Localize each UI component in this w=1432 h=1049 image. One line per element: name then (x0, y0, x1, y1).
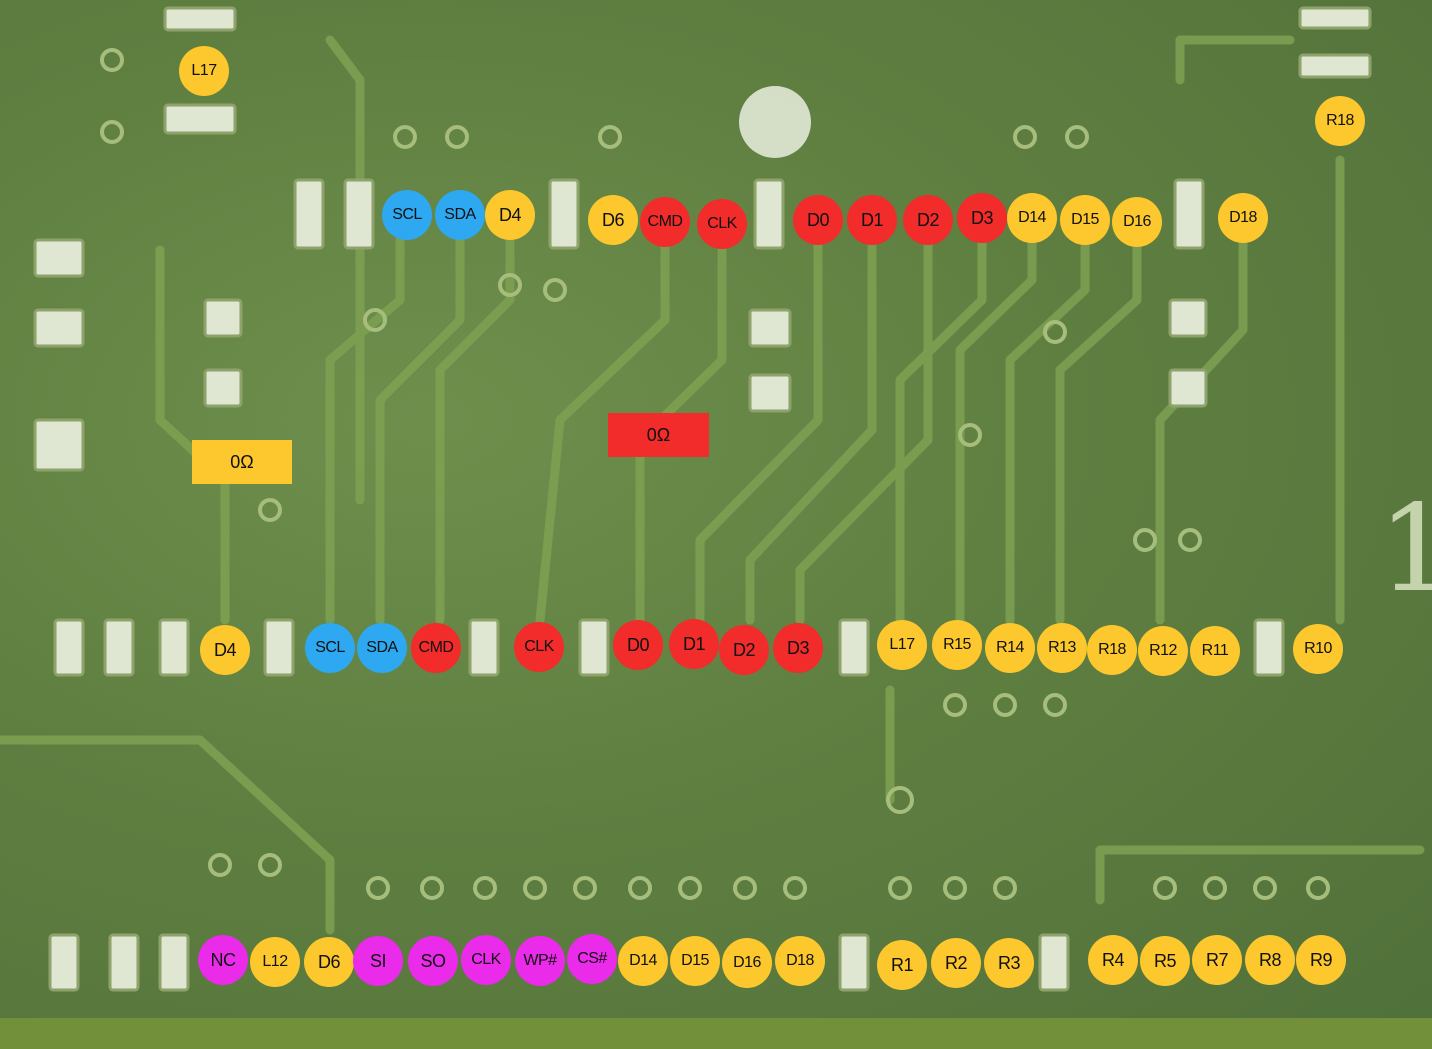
pin-label-bottom-r3: R3 (984, 938, 1034, 988)
pin-label-bottom-d15: D15 (670, 936, 720, 986)
pin-label-middle-r18: R18 (1087, 625, 1137, 675)
pin-label-bottom-r9: R9 (1296, 935, 1346, 985)
pin-label-middle-d2: D2 (719, 625, 769, 675)
pin-label-bottom-clk: CLK (461, 935, 511, 985)
pin-label-bottom-nc: NC (198, 935, 248, 985)
pin-label-upper-d15: D15 (1060, 195, 1110, 245)
pin-label-upper-d18: D18 (1218, 193, 1268, 243)
pin-label-bottom-so: SO (408, 936, 458, 986)
pin-label-bottom-r4: R4 (1088, 935, 1138, 985)
zero-ohm-resistor-left: 0Ω (192, 440, 292, 484)
pin-label-middle-r13: R13 (1037, 623, 1087, 673)
pin-label-upper-d2: D2 (903, 195, 953, 245)
pin-label-middle-l17: L17 (877, 620, 927, 670)
pin-label-top_corner-l17: L17 (179, 46, 229, 96)
pin-label-middle-clk: CLK (514, 622, 564, 672)
pin-label-upper-d14: D14 (1007, 193, 1057, 243)
pin-label-bottom-d14: D14 (618, 936, 668, 986)
pin-label-middle-d1: D1 (669, 619, 719, 669)
pin-label-middle-r15: R15 (932, 620, 982, 670)
pin-label-upper-d6: D6 (588, 195, 638, 245)
pin-label-middle-r10: R10 (1293, 624, 1343, 674)
pin-label-upper-scl: SCL (382, 190, 432, 240)
pin-label-middle-r12: R12 (1138, 626, 1188, 676)
pin-label-upper-sda: SDA (435, 190, 485, 240)
pin-label-bottom-r7: R7 (1192, 935, 1242, 985)
pin-label-bottom-r5: R5 (1140, 936, 1190, 986)
pin-label-bottom-d16: D16 (722, 938, 772, 988)
pin-label-middle-r14: R14 (985, 623, 1035, 673)
pin-label-middle-scl: SCL (305, 623, 355, 673)
pin-label-bottom-l12: L12 (250, 937, 300, 987)
pin-label-bottom-si: SI (353, 936, 403, 986)
pin-label-middle-d4: D4 (200, 625, 250, 675)
pin-label-bottom-r1: R1 (877, 940, 927, 990)
pin-label-bottom-wp-hash: WP# (515, 936, 565, 986)
pin-label-bottom-d18: D18 (775, 936, 825, 986)
pin-label-bottom-r2: R2 (931, 938, 981, 988)
pin-label-bottom-r8: R8 (1245, 935, 1295, 985)
pin-label-upper-d3: D3 (957, 193, 1007, 243)
pin-label-bottom-d6: D6 (304, 937, 354, 987)
pin-label-upper-d1: D1 (847, 195, 897, 245)
pin-label-top_corner-r18: R18 (1315, 96, 1365, 146)
pin-label-upper-d16: D16 (1112, 197, 1162, 247)
pin-label-bottom-cs-hash: CS# (567, 934, 617, 984)
pin-label-middle-d0: D0 (613, 620, 663, 670)
pin-label-upper-d0: D0 (793, 195, 843, 245)
svg-text:1: 1 (1378, 480, 1432, 619)
pin-label-upper-cmd: CMD (640, 197, 690, 247)
pin-label-middle-d3: D3 (773, 623, 823, 673)
pin-label-middle-sda: SDA (357, 623, 407, 673)
zero-ohm-resistor-center: 0Ω (608, 413, 709, 457)
pin-label-upper-clk: CLK (697, 199, 747, 249)
pin-label-middle-r11: R11 (1190, 626, 1240, 676)
pin-label-middle-cmd: CMD (411, 623, 461, 673)
pin-label-upper-d4: D4 (485, 190, 535, 240)
